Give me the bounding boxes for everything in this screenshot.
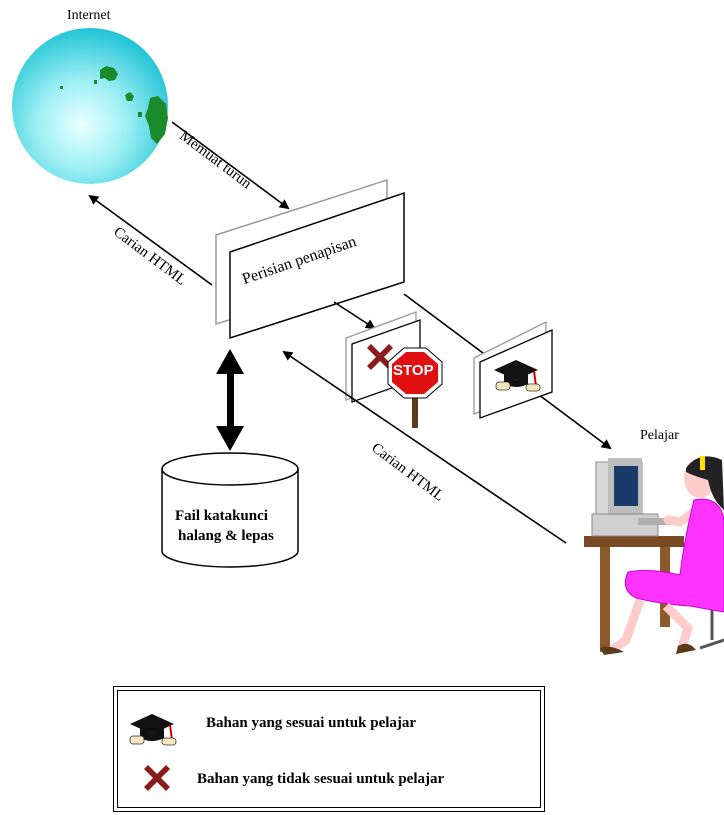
legend-inner-border <box>117 690 541 808</box>
legend-box: Bahan yang sesuai untuk pelajar Bahan ya… <box>113 686 545 812</box>
search-to-filter-arrow <box>282 350 567 544</box>
keyword-file-label-line1: Fail katakunci <box>175 508 268 524</box>
stop-sign-icon <box>387 347 443 428</box>
internet-label: Internet <box>67 8 111 23</box>
student-label: Pelajar <box>640 428 679 443</box>
to-blocked-arrow <box>333 301 376 330</box>
legend-unsuitable-text: Bahan yang tidak sesuai untuk pelajar <box>197 771 445 787</box>
legend-suitable-text: Bahan yang sesuai untuk pelajar <box>206 715 417 731</box>
filter-software-panel <box>215 178 405 340</box>
legend-red-cross-icon <box>144 765 170 791</box>
student-computer-icon <box>584 456 724 655</box>
download-arrow <box>171 121 290 210</box>
double-arrow <box>216 349 244 451</box>
internet-globe-icon <box>12 28 168 184</box>
red-cross-icon <box>367 344 393 370</box>
legend-graduation-cap-icon <box>129 714 177 746</box>
keyword-file-cylinder-icon <box>161 452 299 568</box>
graduation-cap-icon <box>494 360 541 392</box>
stop-sign-text: STOP <box>393 362 434 379</box>
search-to-internet-arrow <box>88 194 213 286</box>
keyword-file-label-line2: halang & lepas <box>178 528 274 544</box>
